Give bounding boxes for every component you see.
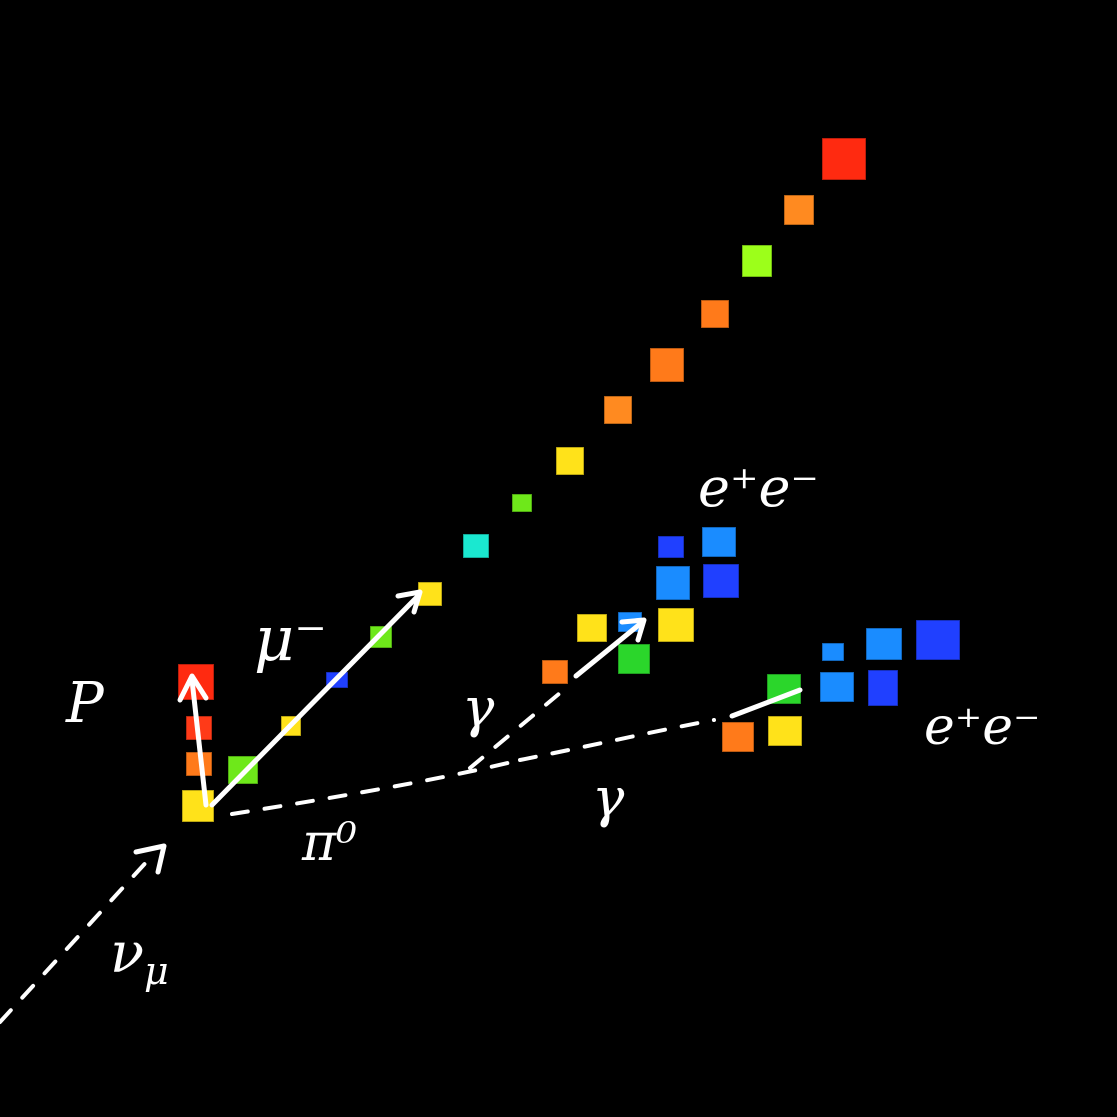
hit-shower-upper-9 [702,563,740,599]
pion-label: π⁰ [301,813,357,873]
pion-track [230,758,522,816]
muon-label: μ⁻ [254,602,327,675]
photon-lower-track [518,718,716,762]
hit-shower-upper-4 [617,643,651,675]
hit-muon-10 [649,347,685,383]
photon-lower-arrow [729,687,803,719]
muon-arrowhead [395,589,423,615]
hit-muon-8 [555,446,585,476]
hit-shower-upper-6 [655,565,691,601]
hit-shower-lower-7 [867,669,899,707]
hit-muon-6 [462,533,490,559]
hit-shower-upper-8 [701,526,737,558]
muon-arrow [209,593,421,808]
neutrino-subscript: μ [144,949,169,993]
neutrino-arrowhead [133,843,167,875]
hit-muon-13 [783,194,815,226]
hit-shower-lower-2 [767,715,803,747]
hit-muon-11 [700,299,730,329]
hit-shower-upper-7 [657,535,685,559]
hit-shower-upper-5 [657,607,695,643]
hit-shower-lower-8 [915,619,961,661]
hit-shower-lower-5 [821,642,845,662]
proton-arrowhead [177,673,209,703]
proton-arrow [189,677,209,808]
neutrino-symbol: ν [110,921,144,986]
hit-shower-upper-2 [576,613,608,643]
hit-muon-7 [511,493,533,513]
photon-upper-label: γ [462,676,495,739]
photon-upper-arrow [573,621,643,679]
hit-muon-5 [417,581,443,607]
hit-proton-1 [181,789,215,823]
proton-label: P [65,671,105,736]
neutrino-track [0,856,152,1024]
pair-upper-label: e⁺e⁻ [698,456,819,519]
labels: P μ⁻ π⁰ γ γ e⁺e⁻ e⁺e⁻ νμ [65,456,1040,993]
hit-shower-lower-6 [865,627,903,661]
photon-upper-arrowhead [619,617,647,643]
hit-muon-9 [603,395,633,425]
photon-upper-track [468,686,568,770]
detector-hits [177,137,961,823]
pair-lower-label: e⁺e⁻ [924,697,1040,757]
tracks [0,589,803,1024]
neutrino-label: νμ [110,921,169,993]
hit-shower-upper-1 [541,659,569,685]
photon-lower-label: γ [592,766,625,829]
hit-shower-lower-4 [819,671,855,703]
hit-muon-12 [741,244,773,278]
hit-muon-14 [821,137,867,181]
hit-shower-lower-1 [721,721,755,753]
